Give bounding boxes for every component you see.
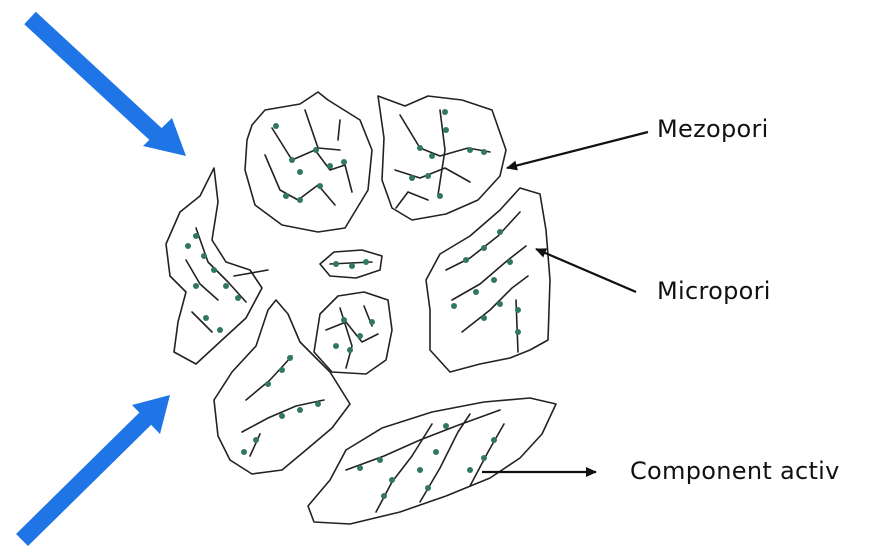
mezopori-label: Mezopori [657, 115, 769, 143]
particle-bottom-left [214, 300, 350, 474]
pore-dots [185, 109, 521, 499]
particle-center [314, 292, 392, 374]
component-activ-label: Component activ [630, 457, 840, 485]
micropori-label: Micropori [657, 277, 771, 305]
particle-bottom [308, 398, 556, 524]
mezopori-pointer-arrow-icon [507, 132, 648, 168]
particle-right [426, 188, 550, 372]
particle-top-right [378, 96, 506, 220]
particle-top-left [245, 92, 372, 232]
blue-arrow-top-icon [30, 18, 186, 156]
blue-arrow-bottom-icon [22, 395, 170, 540]
micropori-pointer-arrow-icon [536, 249, 636, 292]
